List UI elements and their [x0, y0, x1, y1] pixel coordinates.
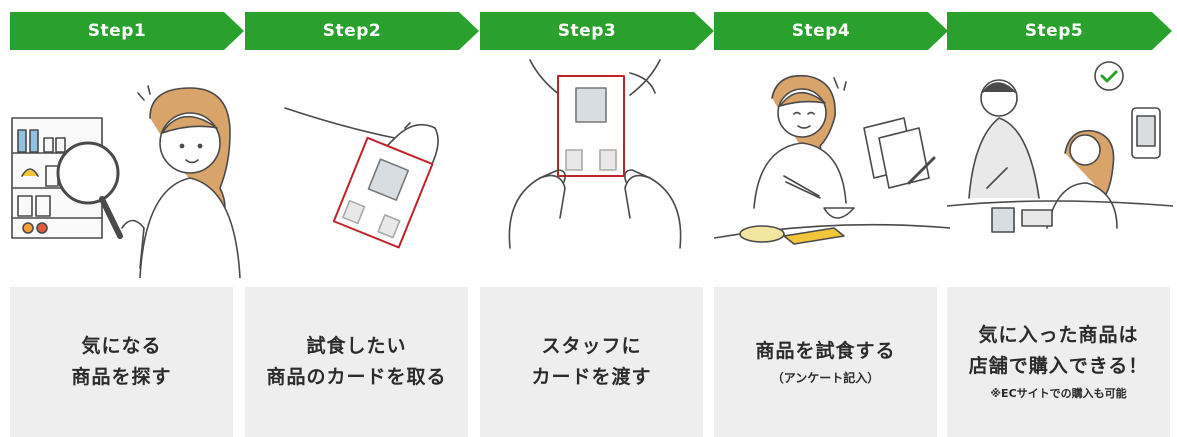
- description-line-2: カードを渡す: [531, 366, 652, 388]
- searching-woman-illustration: [10, 58, 246, 279]
- description-line-2: 商品を探す: [71, 366, 172, 388]
- step-banner: Step4: [714, 12, 950, 50]
- purchase-in-store-illustration: [946, 58, 1177, 278]
- description-line-1: 気に入った商品は: [978, 324, 1139, 346]
- step-5: Step5 気に入った商品は 店舗で購入できる！ ※ECサイトでの購入も可能: [946, 0, 1177, 437]
- step-label: Step2: [322, 21, 382, 41]
- step-banner: Step5: [947, 12, 1177, 50]
- description-sub: （アンケート記入）: [771, 370, 880, 385]
- description-line-1: 試食したい: [306, 335, 407, 357]
- hands-passing-card-illustration: [480, 58, 716, 278]
- step-label: Step1: [87, 21, 147, 41]
- description-line-1: 気になる: [81, 335, 162, 357]
- step-banner: Step1: [10, 12, 246, 50]
- description-line-2: 商品のカードを取る: [266, 366, 447, 388]
- description-line-2: 店舗で購入できる！: [968, 355, 1149, 377]
- description-line-1: スタッフに: [541, 335, 642, 357]
- step-label: Step3: [557, 21, 617, 41]
- step-2: Step2 試食したい 商品のカードを取る: [245, 0, 485, 437]
- step-description-card: スタッフに カードを渡す: [480, 287, 703, 437]
- step-banner: Step2: [245, 12, 481, 50]
- woman-tasting-illustration: [713, 58, 951, 278]
- description-line-1: 商品を試食する: [755, 339, 896, 362]
- step-description-card: 気に入った商品は 店舗で購入できる！ ※ECサイトでの購入も可能: [947, 287, 1170, 437]
- step-description-card: 試食したい 商品のカードを取る: [245, 287, 468, 437]
- step-description-card: 商品を試食する （アンケート記入）: [714, 287, 937, 437]
- step-label: Step5: [1024, 21, 1084, 41]
- step-label: Step4: [791, 21, 851, 41]
- step-3: Step3 スタッフに カードを渡す: [480, 0, 720, 437]
- banner-arrow-shape: [480, 12, 714, 50]
- description-note: ※ECサイトでの購入も可能: [990, 387, 1127, 400]
- banner-arrow-shape: [947, 12, 1172, 50]
- banner-arrow-shape: [714, 12, 948, 50]
- banner-arrow-shape: [10, 12, 244, 50]
- banner-arrow-shape: [245, 12, 479, 50]
- step-banner: Step3: [480, 12, 716, 50]
- hand-taking-card-illustration: [245, 58, 481, 278]
- step-description-card: 気になる 商品を探す: [10, 287, 233, 437]
- step-4: Step4 商品を試食する （アンケート記入）: [713, 0, 954, 437]
- step-1: Step1: [10, 0, 250, 437]
